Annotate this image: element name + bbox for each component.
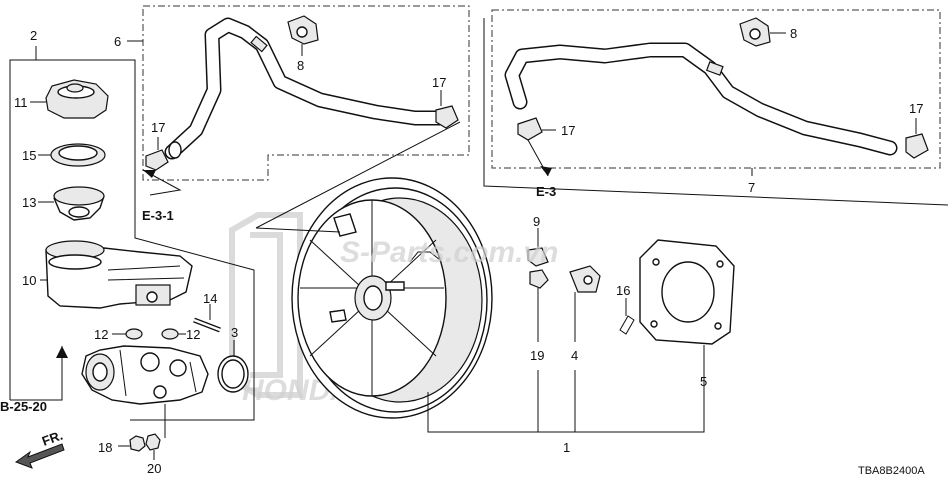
callout-17a: 17: [432, 75, 446, 90]
ref-e-3-1[interactable]: E-3-1: [142, 208, 174, 223]
callout-7: 7: [748, 180, 755, 195]
hose-group-6: [127, 5, 470, 196]
callout-9: 9: [533, 214, 540, 229]
hose-group-7: [483, 9, 948, 206]
callout-10: 10: [22, 273, 36, 288]
callout-12b: 12: [186, 327, 200, 342]
brake-booster: [255, 121, 705, 433]
callout-17c: 17: [561, 123, 575, 138]
callout-17b: 17: [151, 120, 165, 135]
ref-e-3[interactable]: E-3: [536, 184, 556, 199]
callout-11: 11: [14, 95, 28, 110]
diagram-code: TBA8B2400A: [858, 465, 925, 477]
master-cylinder-group-2: [9, 46, 255, 469]
callout-3: 3: [231, 325, 238, 340]
callout-12a: 12: [94, 327, 108, 342]
callout-14: 14: [203, 291, 217, 306]
hardware-parts: [527, 228, 735, 432]
callout-17d: 17: [909, 101, 923, 116]
callout-5: 5: [700, 374, 707, 389]
callout-13: 13: [22, 195, 36, 210]
callout-15: 15: [22, 148, 36, 163]
callout-16: 16: [616, 283, 630, 298]
callout-1: 1: [563, 440, 570, 455]
callout-4: 4: [571, 348, 578, 363]
site-watermark: S-Parts.com.vn: [340, 236, 558, 269]
callout-6: 6: [114, 34, 121, 49]
nuts-18-20: [118, 404, 166, 460]
callout-8b: 8: [790, 26, 797, 41]
callout-2: 2: [30, 28, 37, 43]
callout-8a: 8: [297, 58, 304, 73]
ref-b-25-20[interactable]: B-25-20: [0, 399, 47, 414]
front-direction-label: FR.: [40, 428, 65, 449]
callout-19: 19: [530, 348, 544, 363]
callout-20: 20: [147, 461, 161, 476]
callout-18: 18: [98, 440, 112, 455]
